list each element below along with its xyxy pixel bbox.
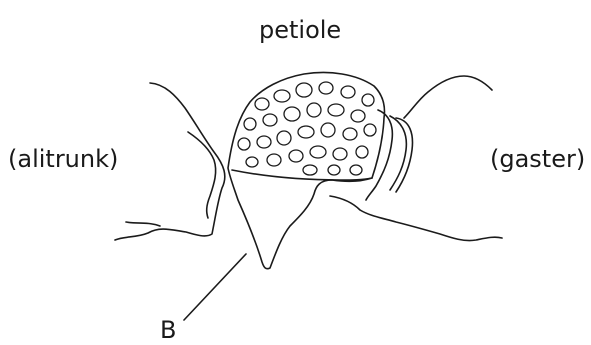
petiole-lower-edge [232, 170, 372, 180]
gaster-lower-outline [330, 196, 502, 241]
alitrunk-label: (alitrunk) [8, 147, 118, 171]
node-sculpture [238, 82, 376, 175]
spine-b-label: B [160, 318, 176, 342]
pointer-line-b [184, 254, 246, 320]
gaster-outline [404, 76, 492, 118]
alitrunk-inner-fold [188, 132, 216, 218]
petiole-outline [228, 73, 385, 269]
alitrunk-ventral-line [126, 222, 160, 226]
joint-ring-2 [396, 118, 412, 192]
petiole-label: petiole [259, 18, 341, 42]
gaster-label: (gaster) [490, 147, 585, 171]
